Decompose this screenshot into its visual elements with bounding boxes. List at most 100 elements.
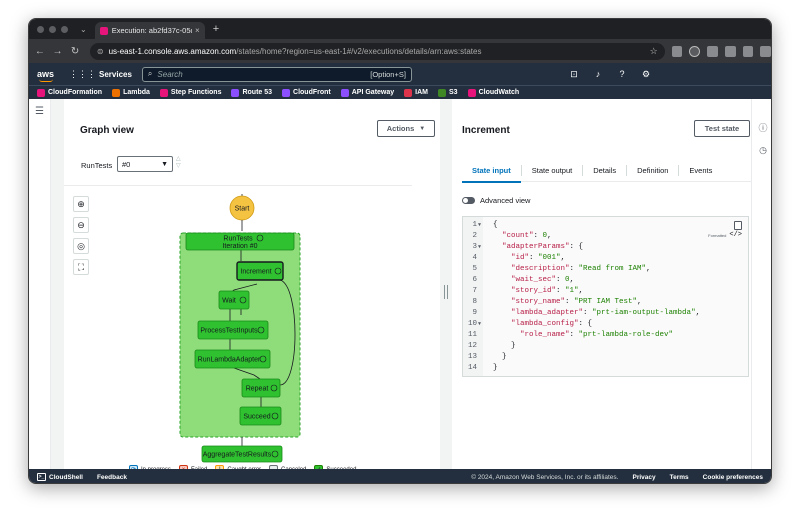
code-text: "wait_sec": 0,	[511, 276, 575, 284]
fold-caret-icon[interactable]: ▼	[478, 321, 482, 327]
close-tab-icon[interactable]: ×	[195, 26, 200, 35]
close-window-button[interactable]	[37, 25, 44, 33]
aggregate-test-results-node[interactable]	[201, 445, 283, 463]
line-number: 1	[472, 221, 477, 229]
chevron-down-icon[interactable]: ▽	[176, 163, 181, 169]
process-test-inputs-node[interactable]	[197, 320, 269, 340]
center-graph-icon[interactable]: ◎	[73, 238, 89, 254]
tab-definition[interactable]: Definition	[627, 164, 680, 176]
terms-link[interactable]: Terms	[669, 473, 689, 481]
favorite-step-functions[interactable]: Step Functions	[159, 88, 221, 97]
tab-state-input[interactable]: State input	[462, 164, 522, 183]
succeed-node[interactable]	[239, 406, 282, 426]
cloudshell-label: CloudShell	[49, 473, 83, 481]
favorite-s3[interactable]: S3	[438, 88, 458, 97]
tab-search-icon[interactable]	[742, 45, 754, 57]
cloudshell-button[interactable]: >_CloudShell	[37, 473, 83, 481]
back-icon[interactable]: ←	[34, 45, 45, 57]
extensions-puzzle-icon[interactable]	[707, 45, 718, 57]
favorite-api-gateway[interactable]: API Gateway	[340, 88, 394, 97]
advanced-view-toggle[interactable]	[462, 197, 475, 204]
url-path: /states/home?region=us-east-1#/v2/execut…	[236, 46, 482, 56]
fit-view-icon[interactable]: ⛶	[73, 259, 89, 275]
services-menu[interactable]: Services	[99, 69, 132, 79]
history-clock-icon[interactable]: ◷	[759, 145, 767, 155]
favorite-label: Route 53	[242, 89, 273, 96]
json-code-viewer: Formatted </> 1▼{2 "count": 0,3▼ "adapte…	[462, 216, 749, 377]
test-state-button[interactable]: Test state	[694, 120, 750, 137]
fold-caret-icon[interactable]: ▼	[478, 244, 482, 250]
runtests-map-node[interactable]	[185, 232, 295, 251]
code-brackets-icon: </>	[729, 231, 742, 239]
settings-gear-icon[interactable]: ⚙	[641, 69, 651, 79]
reload-icon[interactable]: ↻	[70, 45, 80, 57]
browser-tab[interactable]: Execution: ab2fd37c-05de- ×	[94, 22, 205, 39]
repeat-node[interactable]	[241, 378, 281, 398]
zoom-in-icon[interactable]: ⊕	[73, 196, 89, 212]
cloudwatch-icon	[467, 88, 476, 97]
favorite-label: CloudFront	[293, 89, 331, 96]
bookmark-star-icon[interactable]: ☆	[649, 45, 658, 56]
actions-dropdown-button[interactable]: Actions ▼	[377, 120, 435, 137]
minimize-window-button[interactable]	[49, 25, 56, 33]
iteration-select[interactable]: #0 ▼	[117, 156, 173, 172]
favorite-cloudformation[interactable]: CloudFormation	[37, 88, 103, 97]
cloudshell-icon[interactable]: ⊡	[570, 69, 578, 79]
api-gateway-icon	[340, 88, 349, 97]
favorite-route53[interactable]: Route 53	[231, 88, 273, 97]
privacy-link[interactable]: Privacy	[632, 473, 656, 481]
state-inspector-panel: Increment Test state State input State o…	[452, 99, 757, 469]
increment-node[interactable]	[236, 261, 284, 281]
favorite-lambda[interactable]: Lambda	[112, 88, 150, 97]
new-tab-button[interactable]: +	[212, 23, 220, 35]
cookie-preferences-link[interactable]: Cookie preferences	[702, 473, 763, 481]
favorites-bar: CloudFormation Lambda Step Functions Rou…	[29, 85, 771, 99]
actions-label: Actions	[386, 124, 415, 133]
graph-view-panel: Graph view Actions ▼ RunTests #0 ▼ △ ▽	[64, 99, 440, 469]
feedback-link[interactable]: Feedback	[96, 473, 127, 481]
help-icon[interactable]: ?	[619, 69, 625, 79]
notifications-bell-icon[interactable]: ♪	[595, 69, 601, 79]
site-info-icon[interactable]: ⊜	[96, 46, 104, 56]
graph-zoom-controls: ⊕ ⊖ ◎ ⛶	[73, 196, 89, 275]
tab-details[interactable]: Details	[583, 164, 628, 176]
wait-node-label: Wait	[222, 298, 236, 305]
favorite-label: CloudFormation	[48, 89, 103, 96]
line-number: 9	[472, 309, 477, 317]
fold-caret-icon[interactable]: ▼	[478, 222, 482, 228]
console-search-input[interactable]: ⌕ Search [Option+S]	[141, 66, 412, 82]
code-line: 11 "role_name": "prt-lambda-role-dev"	[463, 330, 748, 341]
favorite-cloudfront[interactable]: CloudFront	[282, 88, 331, 97]
wait-node[interactable]	[218, 290, 250, 310]
formatted-toggle[interactable]: Formatted </>	[708, 231, 742, 239]
maximize-window-button[interactable]	[61, 25, 68, 33]
tab-state-output[interactable]: State output	[522, 164, 584, 176]
copy-icon[interactable]	[734, 221, 742, 230]
hamburger-menu-icon[interactable]: ☰	[35, 106, 44, 117]
sidebar-icon[interactable]	[724, 45, 736, 57]
chevron-up-icon[interactable]: △	[176, 156, 181, 162]
menu-kebab-icon[interactable]	[760, 45, 771, 57]
services-grid-icon[interactable]: ⋮⋮⋮	[69, 68, 96, 79]
aws-logo[interactable]: aws	[37, 69, 59, 82]
favorite-label: Lambda	[123, 89, 150, 96]
forward-icon[interactable]: →	[52, 45, 63, 57]
info-icon[interactable]: ⓘ	[758, 123, 768, 133]
favorite-iam[interactable]: IAM	[404, 88, 428, 97]
repeat-node-label: Repeat	[246, 386, 269, 393]
zoom-out-icon[interactable]: ⊖	[73, 217, 89, 233]
profile-extension-icon[interactable]	[689, 45, 701, 57]
tab-events[interactable]: Events	[689, 165, 713, 175]
line-number: 8	[472, 298, 477, 306]
panel-resize-handle[interactable]	[440, 99, 452, 469]
favorite-cloudwatch[interactable]: CloudWatch	[467, 88, 519, 97]
url-input[interactable]: ⊜ us-east-1.console.aws.amazon.com /stat…	[89, 42, 665, 60]
extension-icon[interactable]	[671, 45, 683, 57]
code-line: 13 }	[463, 352, 748, 363]
left-sidebar: ☰	[29, 99, 51, 469]
tab-list-icon[interactable]: ⌄	[80, 24, 87, 34]
run-lambda-adapter-node[interactable]	[194, 349, 271, 369]
succeeded-check-icon	[271, 450, 279, 458]
iteration-stepper[interactable]: △ ▽	[176, 156, 181, 170]
code-text: "story_name": "PRT IAM Test",	[511, 298, 642, 306]
